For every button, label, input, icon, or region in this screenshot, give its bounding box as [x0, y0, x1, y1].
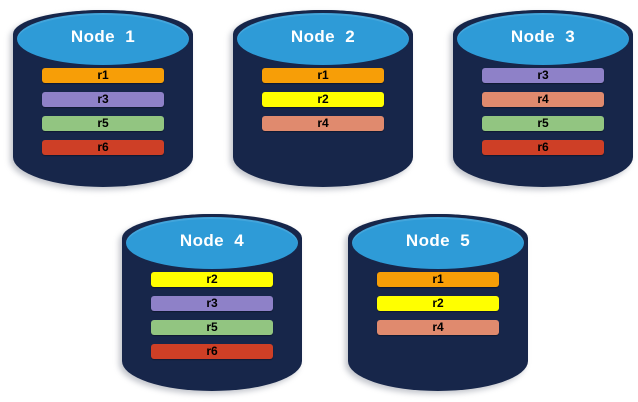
node-label: Node 3 — [510, 27, 576, 46]
cylinder-top-disc — [352, 217, 524, 269]
cylinder-top-disc — [237, 13, 409, 65]
node-cylinder[interactable]: Node 2 r1 r2 r4 — [230, 10, 413, 190]
replica-bar[interactable]: r1 — [42, 68, 164, 83]
node-label: Node 2 — [290, 27, 356, 46]
cylinder-top-disc — [126, 217, 298, 269]
replica-bar[interactable]: r3 — [42, 92, 164, 107]
replica-list: r1 r2 r4 — [377, 272, 499, 344]
replica-bar[interactable]: r5 — [482, 116, 604, 131]
replica-bar[interactable]: r4 — [482, 92, 604, 107]
replica-list: r3 r4 r5 r6 — [482, 68, 604, 164]
node-label: Node 1 — [70, 27, 136, 46]
replica-bar[interactable]: r4 — [262, 116, 384, 131]
replica-bar[interactable]: r5 — [42, 116, 164, 131]
node-cylinder[interactable]: Node 5 r1 r2 r4 — [345, 214, 528, 394]
replica-bar[interactable]: r3 — [151, 296, 273, 311]
cylinder-top-disc — [457, 13, 629, 65]
node-label: Node 5 — [405, 231, 471, 250]
node-cylinder[interactable]: Node 4 r2 r3 r5 r6 — [119, 214, 302, 394]
node-cylinder[interactable]: Node 3 r3 r4 r5 r6 — [450, 10, 633, 190]
replica-bar[interactable]: r4 — [377, 320, 499, 335]
replica-list: r2 r3 r5 r6 — [151, 272, 273, 368]
replica-bar[interactable]: r1 — [262, 68, 384, 83]
replica-bar[interactable]: r2 — [262, 92, 384, 107]
replica-bar[interactable]: r5 — [151, 320, 273, 335]
replica-bar[interactable]: r2 — [377, 296, 499, 311]
replica-bar[interactable]: r3 — [482, 68, 604, 83]
replica-bar[interactable]: r1 — [377, 272, 499, 287]
replica-bar[interactable]: r6 — [482, 140, 604, 155]
replica-list: r1 r2 r4 — [262, 68, 384, 140]
replica-bar[interactable]: r6 — [42, 140, 164, 155]
node-cylinder[interactable]: Node 1 r1 r3 r5 r6 — [10, 10, 193, 190]
replica-bar[interactable]: r6 — [151, 344, 273, 359]
cylinder-top-disc — [17, 13, 189, 65]
replica-list: r1 r3 r5 r6 — [42, 68, 164, 164]
replica-bar[interactable]: r2 — [151, 272, 273, 287]
node-label: Node 4 — [179, 231, 245, 250]
